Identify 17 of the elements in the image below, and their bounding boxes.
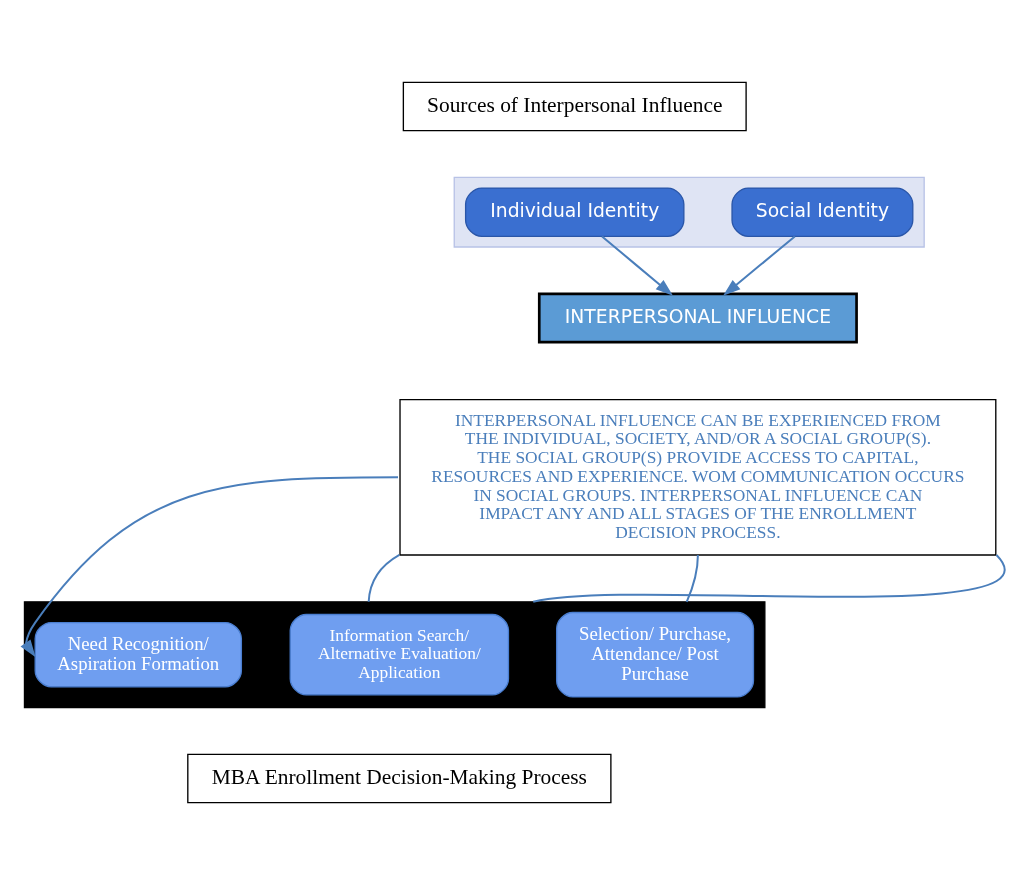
connector bbox=[367, 553, 400, 602]
node-box: INTERPERSONAL INFLUENCE bbox=[537, 292, 858, 343]
node-box: Social Identity bbox=[731, 186, 914, 237]
arrow bbox=[723, 235, 796, 296]
node-box: INTERPERSONAL INFLUENCE CAN BE EXPERIENCED FROM THE INDIVIDUAL, SOCIETY, AND/OR A SOCIAL GROUP(S). THE SOCIAL GROUP(S) PROVIDE ACCESS TO CAPITAL, RESOURCES AND EXPERIENCE. WOM COMMUNICATION OCCURS IN SOCIAL GROUPS. INTERPERSONAL INFLUENCE CAN IMPACT ANY AND ALL STAGES OF THE ENROLLMENT DECISION PROCESS. bbox=[399, 398, 997, 556]
node-box: Information Search/ Alternative Evaluation/ Application bbox=[289, 613, 510, 696]
node-box: MBA Enrollment Decision-Making Process bbox=[187, 753, 612, 803]
node-box: Sources of Interpersonal Influence bbox=[402, 81, 747, 131]
node-box: Need Recognition/ Aspiration Formation bbox=[34, 621, 243, 687]
connector bbox=[685, 554, 699, 602]
cluster bbox=[453, 176, 925, 248]
cluster bbox=[23, 600, 766, 708]
node-box: Individual Identity bbox=[464, 186, 685, 237]
connector bbox=[533, 554, 1005, 603]
arrow bbox=[601, 235, 673, 296]
arrow bbox=[20, 475, 398, 657]
node-box: Selection/ Purchase, Attendance/ Post Purchase bbox=[556, 611, 755, 698]
